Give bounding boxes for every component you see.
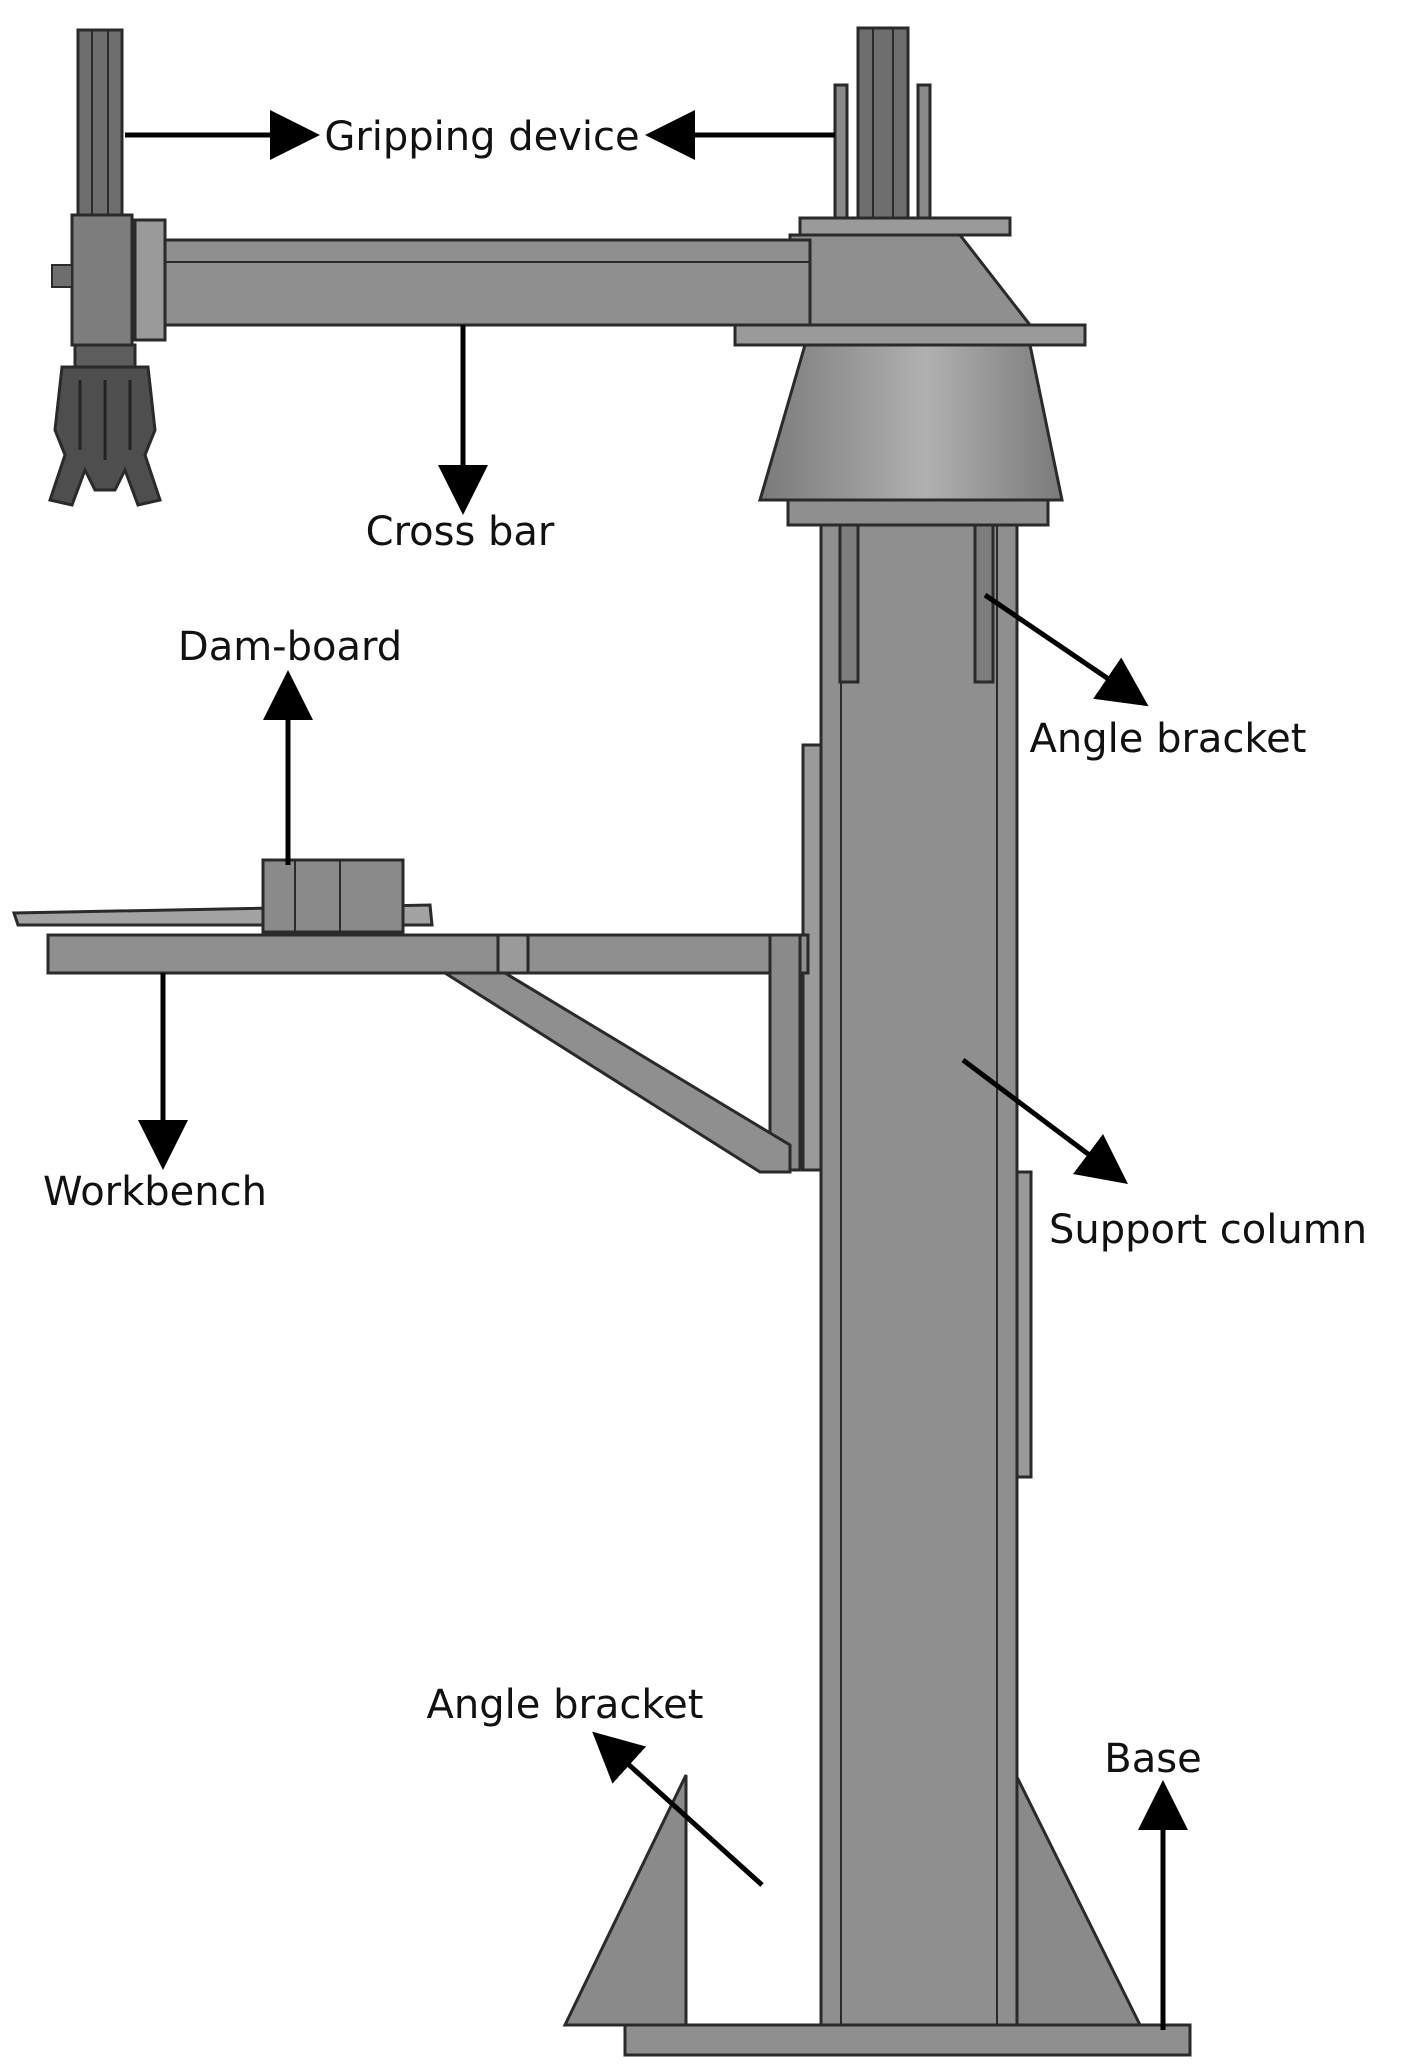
dam-board: [261, 858, 405, 934]
label-base: Base: [1104, 1736, 1201, 1782]
arrow-angle-bracket-top: [983, 592, 1149, 707]
label-angle-bracket-top: Angle bracket: [1030, 716, 1307, 762]
gripping-device-right: [833, 26, 932, 220]
workbench: [11, 903, 810, 1174]
annotation-arrows: [125, 110, 1188, 2030]
label-support-column: Support column: [1049, 1207, 1367, 1253]
cross-bar: [133, 218, 812, 342]
gripping-device-left: [48, 28, 162, 507]
support-column: [801, 523, 1033, 2027]
label-angle-bracket-bottom: Angle bracket: [427, 1682, 704, 1728]
label-gripping-device: Gripping device: [324, 114, 639, 160]
arrow-angle-bracket-bottom: [592, 1731, 764, 1887]
column-head: [733, 216, 1087, 527]
label-workbench: Workbench: [43, 1169, 267, 1215]
label-cross-bar: Cross bar: [366, 509, 555, 555]
base: [623, 2023, 1192, 2057]
arrow-support-column: [961, 1058, 1128, 1185]
label-dam-board: Dam-board: [178, 624, 402, 670]
